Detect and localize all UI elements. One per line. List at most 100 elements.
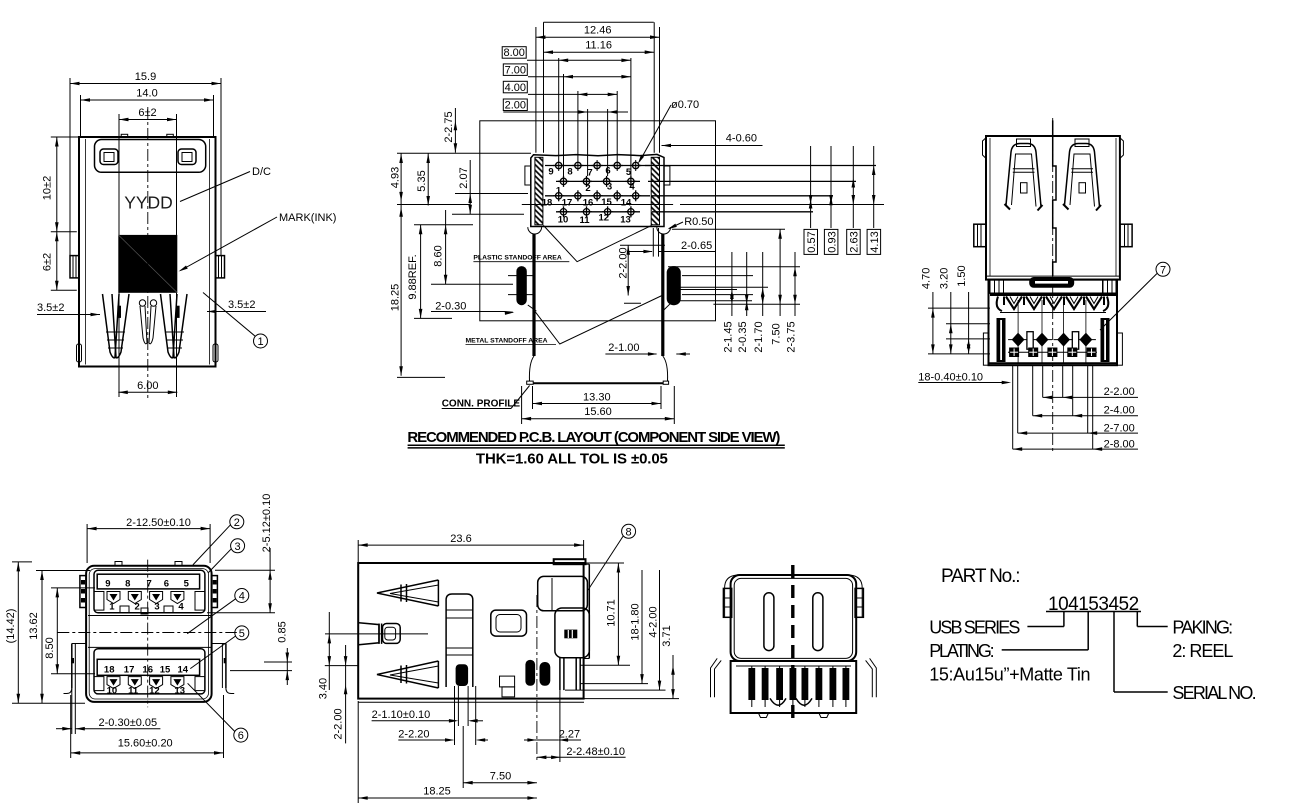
svg-text:5: 5 <box>239 628 245 640</box>
svg-text:10: 10 <box>558 215 569 226</box>
svg-text:15.9: 15.9 <box>135 71 156 83</box>
svg-text:2-2.20: 2-2.20 <box>398 729 429 741</box>
svg-text:7.00: 7.00 <box>505 64 526 76</box>
svg-text:10±2: 10±2 <box>42 176 54 200</box>
svg-text:2-7.00: 2-7.00 <box>1104 423 1135 435</box>
svg-text:2-5.12±0.10: 2-5.12±0.10 <box>261 494 273 553</box>
svg-text:8: 8 <box>567 167 572 178</box>
svg-text:2-1.00: 2-1.00 <box>608 342 639 354</box>
svg-text:2.00: 2.00 <box>505 100 526 112</box>
svg-text:11: 11 <box>579 215 590 226</box>
svg-text:8.60: 8.60 <box>432 245 444 266</box>
svg-text:5: 5 <box>626 167 632 178</box>
svg-text:YYDD: YYDD <box>124 193 173 213</box>
svg-text:12: 12 <box>599 213 610 224</box>
svg-text:0.93: 0.93 <box>826 231 838 252</box>
svg-text:2-8.00: 2-8.00 <box>1104 439 1135 451</box>
svg-text:18.25: 18.25 <box>390 284 402 312</box>
svg-text:2-0.30±0.05: 2-0.30±0.05 <box>99 717 158 729</box>
svg-text:7: 7 <box>146 579 151 590</box>
svg-text:5: 5 <box>184 579 190 590</box>
svg-text:2-4.00: 2-4.00 <box>1104 404 1135 416</box>
svg-text:13.30: 13.30 <box>583 392 611 404</box>
svg-text:PLASTIC STANDOFF AREA: PLASTIC STANDOFF AREA <box>473 255 561 262</box>
svg-text:2-2.00: 2-2.00 <box>333 708 345 739</box>
svg-text:0.85: 0.85 <box>276 621 288 642</box>
svg-text:9: 9 <box>548 167 553 178</box>
svg-text:2.63: 2.63 <box>849 231 861 252</box>
svg-text:6: 6 <box>164 579 169 590</box>
svg-text:8: 8 <box>125 579 130 590</box>
svg-text:USB SERIES: USB SERIES <box>929 618 1020 638</box>
svg-text:PART No.:: PART No.: <box>941 566 1021 587</box>
svg-text:2-1.45: 2-1.45 <box>722 321 734 352</box>
svg-text:4-2.00: 4-2.00 <box>648 606 660 637</box>
svg-text:15: 15 <box>160 665 171 676</box>
svg-text:6: 6 <box>238 730 244 742</box>
svg-text:7.50: 7.50 <box>771 323 783 344</box>
svg-text:PAKING:: PAKING: <box>1172 618 1233 638</box>
svg-text:2-0.35: 2-0.35 <box>737 321 749 352</box>
svg-text:18-0.40±0.10: 18-0.40±0.10 <box>918 372 983 384</box>
svg-text:2-1.70: 2-1.70 <box>753 321 765 352</box>
svg-text:4: 4 <box>178 602 184 613</box>
svg-text:2: 2 <box>134 602 139 613</box>
svg-text:3.40: 3.40 <box>317 678 329 699</box>
svg-text:18-1.80: 18-1.80 <box>630 603 642 640</box>
svg-text:11.16: 11.16 <box>585 40 612 52</box>
svg-text:3.20: 3.20 <box>938 268 950 289</box>
svg-text:2-0.65: 2-0.65 <box>681 240 712 252</box>
svg-text:4.93: 4.93 <box>390 167 402 188</box>
svg-text:THK=1.60 ALL TOL IS ±0.05: THK=1.60 ALL TOL IS ±0.05 <box>476 451 668 468</box>
svg-text:R0.50: R0.50 <box>684 216 713 228</box>
svg-text:2-2.00: 2-2.00 <box>1104 386 1135 398</box>
svg-text:4.00: 4.00 <box>505 82 526 94</box>
svg-text:14.0: 14.0 <box>136 88 157 100</box>
svg-text:2-0.30: 2-0.30 <box>435 301 466 313</box>
svg-text:(14.42): (14.42) <box>5 609 17 644</box>
svg-text:1: 1 <box>556 186 562 197</box>
svg-text:4.13: 4.13 <box>869 231 881 252</box>
svg-text:2: 2 <box>234 517 240 529</box>
svg-text:14: 14 <box>621 198 632 209</box>
svg-text:1: 1 <box>257 336 263 348</box>
svg-text:7.50: 7.50 <box>490 771 511 783</box>
svg-text:8: 8 <box>626 526 632 538</box>
svg-text:3.71: 3.71 <box>661 625 673 646</box>
svg-text:RECOMMENDED P.C.B. LAYOUT (COM: RECOMMENDED P.C.B. LAYOUT (COMPONENT SID… <box>407 429 780 446</box>
svg-text:3: 3 <box>607 182 612 193</box>
svg-text:23.6: 23.6 <box>450 533 471 545</box>
svg-text:15:Au15u”+Matte Tin: 15:Au15u”+Matte Tin <box>929 664 1090 684</box>
svg-text:104153452: 104153452 <box>1048 594 1139 615</box>
svg-text:4.70: 4.70 <box>920 268 932 289</box>
svg-text:7: 7 <box>1160 264 1166 276</box>
svg-text:8.50: 8.50 <box>44 637 56 658</box>
svg-text:2-2.00: 2-2.00 <box>618 247 630 278</box>
svg-text:18.25: 18.25 <box>423 786 451 798</box>
svg-text:2: REEL: 2: REEL <box>1172 641 1233 661</box>
svg-text:9.88REF.: 9.88REF. <box>407 254 419 299</box>
svg-text:18: 18 <box>542 198 553 209</box>
svg-text:2.27: 2.27 <box>559 729 580 741</box>
svg-text:MARK(INK): MARK(INK) <box>279 212 336 224</box>
svg-text:8.00: 8.00 <box>503 47 524 59</box>
svg-text:4: 4 <box>629 182 635 193</box>
svg-text:15: 15 <box>601 197 612 208</box>
svg-text:12.46: 12.46 <box>584 25 612 37</box>
svg-text:15.60: 15.60 <box>584 406 612 418</box>
svg-text:2-2.48±0.10: 2-2.48±0.10 <box>566 746 625 758</box>
svg-text:11: 11 <box>128 686 139 697</box>
svg-text:2-12.50±0.10: 2-12.50±0.10 <box>126 517 191 529</box>
svg-text:2-2.75: 2-2.75 <box>443 111 455 142</box>
svg-text:13.62: 13.62 <box>28 612 40 640</box>
svg-text:10.71: 10.71 <box>606 599 618 627</box>
svg-text:METAL STANDOFF AREA: METAL STANDOFF AREA <box>466 338 548 345</box>
svg-text:PLATING:: PLATING: <box>929 641 995 661</box>
svg-text:17: 17 <box>562 198 573 209</box>
svg-text:13: 13 <box>620 215 631 226</box>
svg-text:0.57: 0.57 <box>806 231 818 252</box>
svg-text:SERIAL NO.: SERIAL NO. <box>1172 683 1256 703</box>
svg-text:7: 7 <box>587 168 592 179</box>
svg-text:6±2: 6±2 <box>42 253 54 271</box>
svg-text:2-1.10±0.10: 2-1.10±0.10 <box>372 709 431 721</box>
